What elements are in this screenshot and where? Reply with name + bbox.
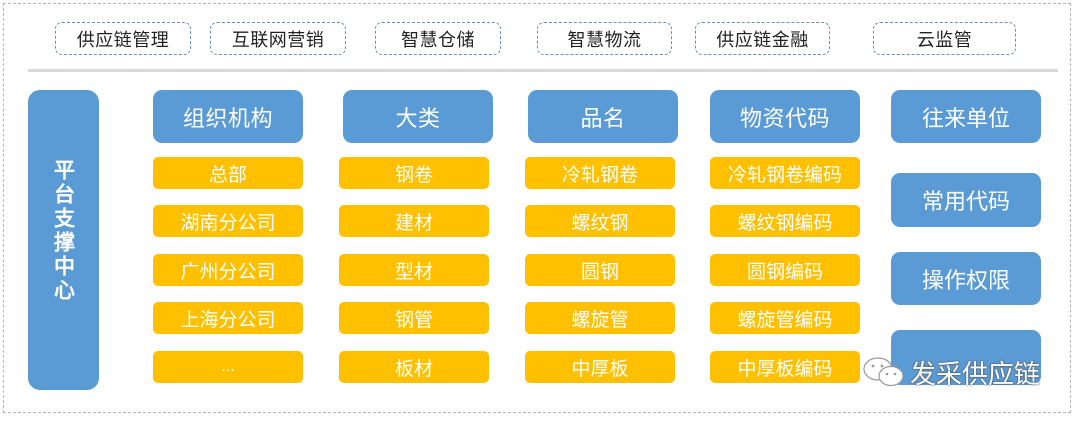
box-operation-permissions: 操作权限 bbox=[891, 252, 1041, 305]
product-item: 冷轧钢卷 bbox=[525, 157, 675, 189]
column-header-product-name: 品名 bbox=[528, 90, 678, 143]
org-item-more: ... bbox=[153, 351, 303, 383]
product-item: 圆钢 bbox=[525, 254, 675, 286]
product-item: 中厚板 bbox=[525, 351, 675, 383]
column-header-material-code: 物资代码 bbox=[710, 90, 860, 143]
product-item: 螺纹钢 bbox=[525, 205, 675, 237]
category-item: 型材 bbox=[339, 254, 489, 286]
material-code-item: 冷轧钢卷编码 bbox=[710, 157, 860, 189]
box-partner-units: 往来单位 bbox=[891, 90, 1041, 143]
watermark: 发采供应链 bbox=[862, 352, 1040, 392]
org-item: 上海分公司 bbox=[153, 302, 303, 334]
category-item: 建材 bbox=[339, 205, 489, 237]
org-item: 湖南分公司 bbox=[153, 205, 303, 237]
module-supply-chain-management: 供应链管理 bbox=[55, 22, 191, 55]
category-item: 钢卷 bbox=[339, 157, 489, 189]
box-blank bbox=[891, 330, 1041, 385]
platform-support-center: 平台支撑中心 bbox=[28, 90, 99, 390]
module-smart-warehousing: 智慧仓储 bbox=[375, 22, 501, 55]
watermark-text: 发采供应链 bbox=[910, 359, 1041, 390]
module-cloud-supervision: 云监管 bbox=[873, 22, 1016, 55]
product-item: 螺旋管 bbox=[525, 302, 675, 334]
module-supply-chain-finance: 供应链金融 bbox=[695, 22, 830, 55]
org-item: 总部 bbox=[153, 157, 303, 189]
material-code-item: 圆钢编码 bbox=[710, 254, 860, 286]
diagram-frame bbox=[3, 3, 1071, 413]
column-header-organization: 组织机构 bbox=[153, 90, 303, 143]
divider bbox=[28, 69, 1058, 72]
module-smart-logistics: 智慧物流 bbox=[537, 22, 672, 55]
category-item: 板材 bbox=[339, 351, 489, 383]
box-common-codes: 常用代码 bbox=[891, 173, 1041, 227]
category-item: 钢管 bbox=[339, 302, 489, 334]
module-internet-marketing: 互联网营销 bbox=[210, 22, 346, 55]
material-code-item: 中厚板编码 bbox=[710, 351, 860, 383]
material-code-item: 螺纹钢编码 bbox=[710, 205, 860, 237]
material-code-item: 螺旋管编码 bbox=[710, 302, 860, 334]
platform-label: 平台支撑中心 bbox=[51, 159, 76, 303]
column-header-category: 大类 bbox=[343, 90, 493, 143]
org-item: 广州分公司 bbox=[153, 254, 303, 286]
wechat-icon bbox=[863, 357, 904, 387]
